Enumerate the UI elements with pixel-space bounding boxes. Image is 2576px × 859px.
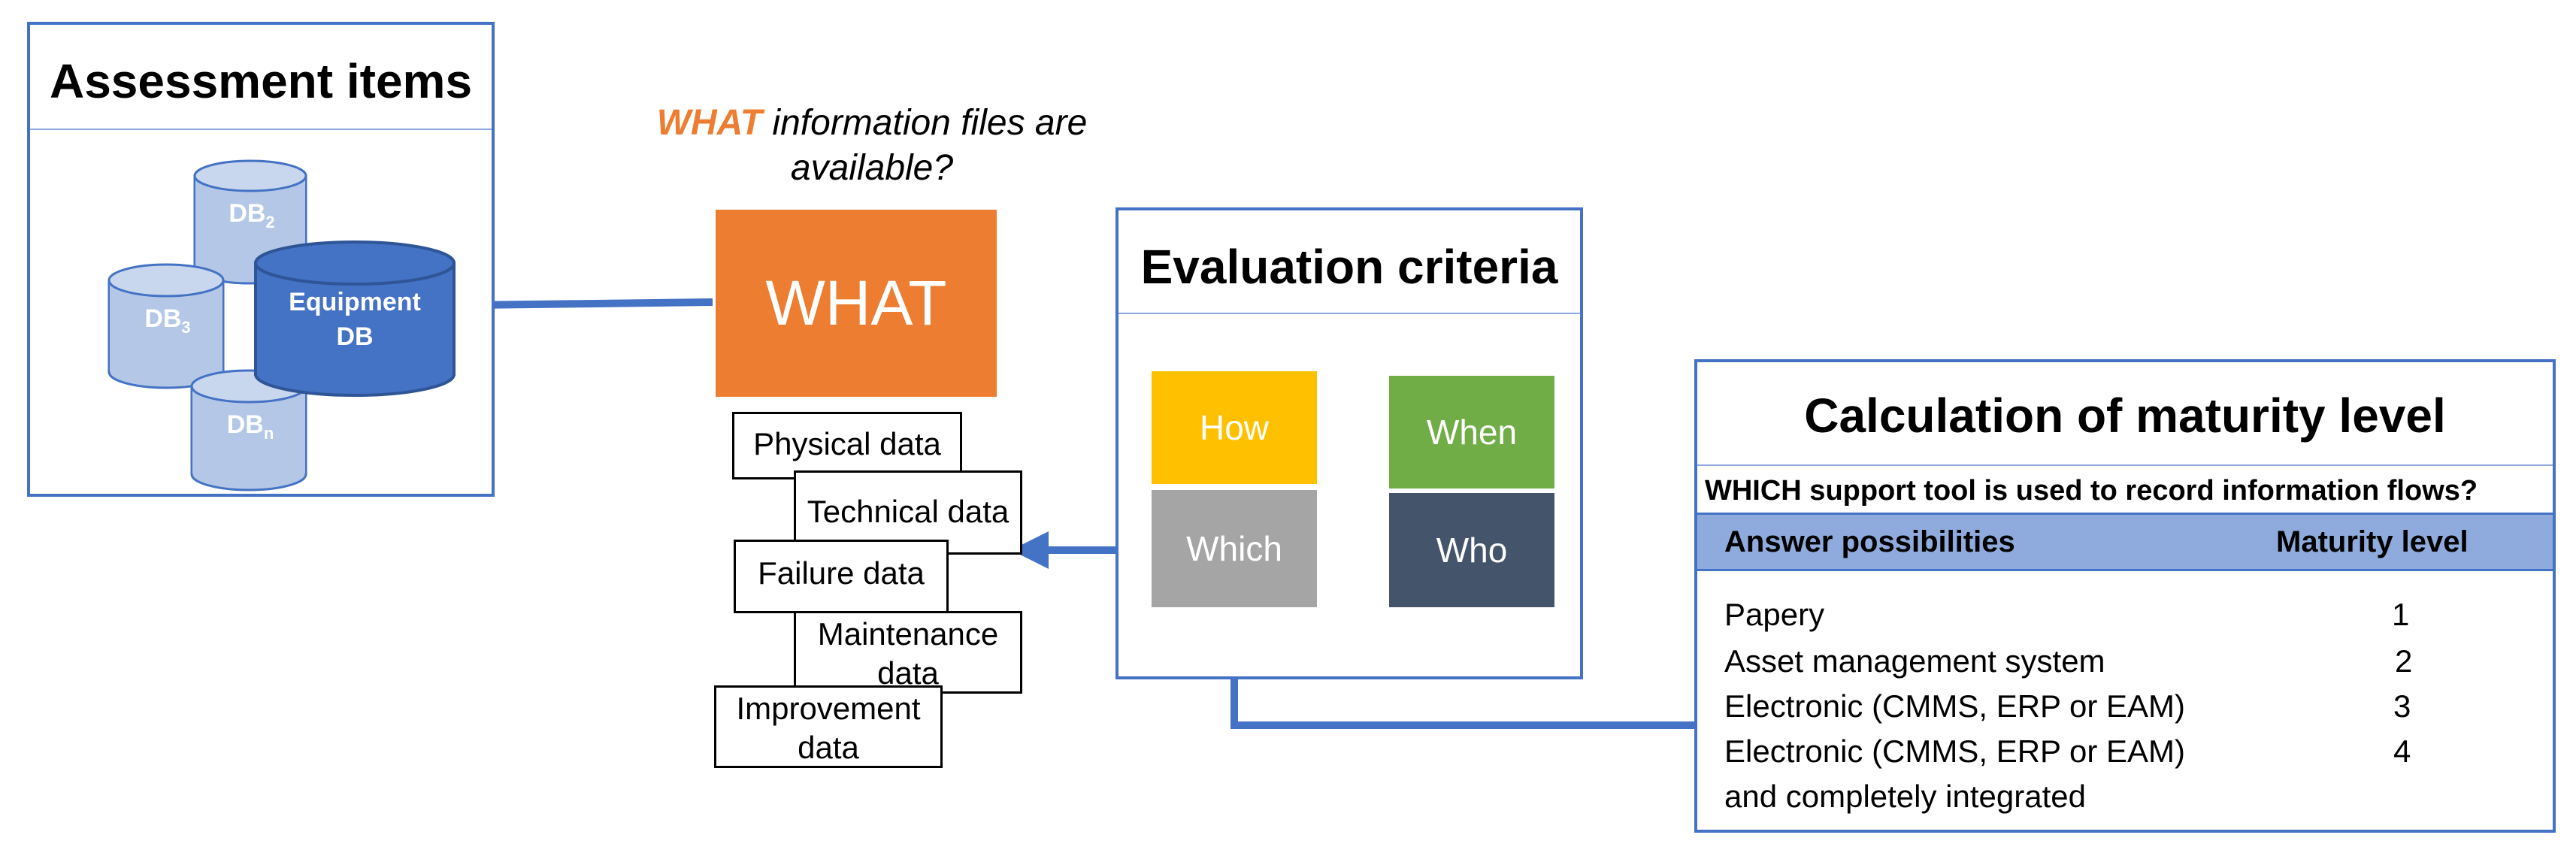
assessment-panel: Assessment items <box>27 22 495 497</box>
row-answer-1: Papery <box>1724 597 1825 632</box>
row-answer-3: Electronic (CMMS, ERP or EAM) <box>1724 688 2185 724</box>
dbn-label: DBn <box>226 410 274 443</box>
maturity-divider <box>1697 464 2553 466</box>
when-tile: When <box>1389 376 1554 488</box>
evaluation-divider <box>1118 313 1580 314</box>
db3-cylinder <box>107 263 225 389</box>
maturity-title: Calculation of maturity level <box>1804 389 2446 443</box>
row-level-3: 3 <box>2393 688 2411 724</box>
assessment-title: Assessment items <box>49 54 473 108</box>
equipment-db-cylinder <box>254 240 456 397</box>
maturity-table-header: Answer possibilities Maturity level <box>1697 513 2553 571</box>
header-level: Maturity level <box>2276 525 2469 558</box>
evaluation-title: Evaluation criteria <box>1140 240 1558 294</box>
data-item-physical: Physical data <box>732 412 962 479</box>
row-answer-2: Asset management system <box>1724 643 2105 679</box>
row-level-2: 2 <box>2395 643 2413 679</box>
maturity-panel: Calculation of maturity level WHICH supp… <box>1694 359 2556 833</box>
db2-label: DB2 <box>229 199 275 231</box>
what-tile: WHAT <box>716 210 997 397</box>
what-question: WHAT information files are available? <box>656 103 1088 188</box>
who-tile: Who <box>1389 493 1554 607</box>
header-answer: Answer possibilities <box>1724 525 2015 558</box>
row-level-4: 4 <box>2393 733 2411 769</box>
dbn-cylinder <box>190 369 307 492</box>
row-continuation: and completely integrated <box>1724 779 2086 814</box>
database-icons <box>107 159 456 492</box>
data-item-failure: Failure data <box>734 540 949 613</box>
row-level-1: 1 <box>2392 597 2410 632</box>
data-item-maintenance: Maintenance data <box>794 611 1022 694</box>
arrow-what-to-db <box>453 286 713 324</box>
row-answer-4: Electronic (CMMS, ERP or EAM) <box>1724 733 2185 769</box>
maturity-question: WHICH support tool is used to record inf… <box>1705 475 2478 507</box>
assessment-divider <box>30 129 492 130</box>
db3-label: DB3 <box>144 304 191 337</box>
data-item-improvement: Improvement data <box>714 685 943 768</box>
how-tile: How <box>1152 371 1317 484</box>
equipment-db-label: Equipment DB <box>289 288 421 351</box>
what-highlight: WHAT <box>656 103 763 143</box>
which-tile: Which <box>1152 490 1317 607</box>
